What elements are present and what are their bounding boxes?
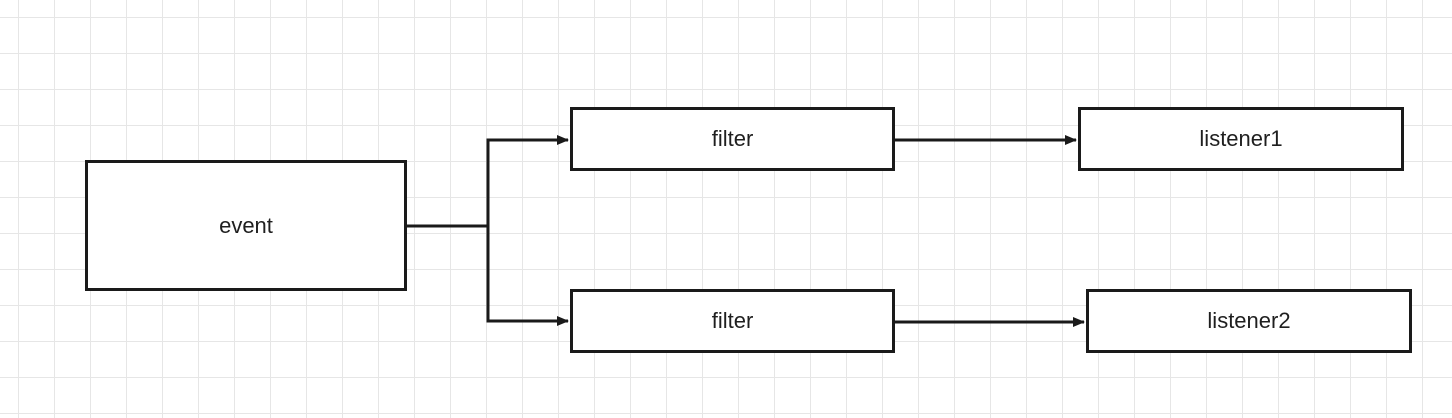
node-listener1[interactable]: listener1 bbox=[1078, 107, 1404, 171]
connector-event-to-filter-bottom bbox=[486, 226, 569, 326]
node-listener2[interactable]: listener2 bbox=[1086, 289, 1412, 353]
node-event-label: event bbox=[219, 212, 273, 238]
node-listener2-label: listener2 bbox=[1207, 308, 1291, 333]
node-filter-bottom-label: filter bbox=[711, 308, 754, 333]
node-filter-bottom[interactable]: filter bbox=[570, 289, 895, 353]
node-event[interactable]: event bbox=[85, 160, 407, 291]
node-filter-top[interactable]: filter bbox=[570, 107, 895, 171]
connector-event-to-filter-top bbox=[486, 135, 569, 226]
node-filter-top-label: filter bbox=[711, 126, 754, 151]
node-listener1-label: listener1 bbox=[1199, 126, 1283, 151]
